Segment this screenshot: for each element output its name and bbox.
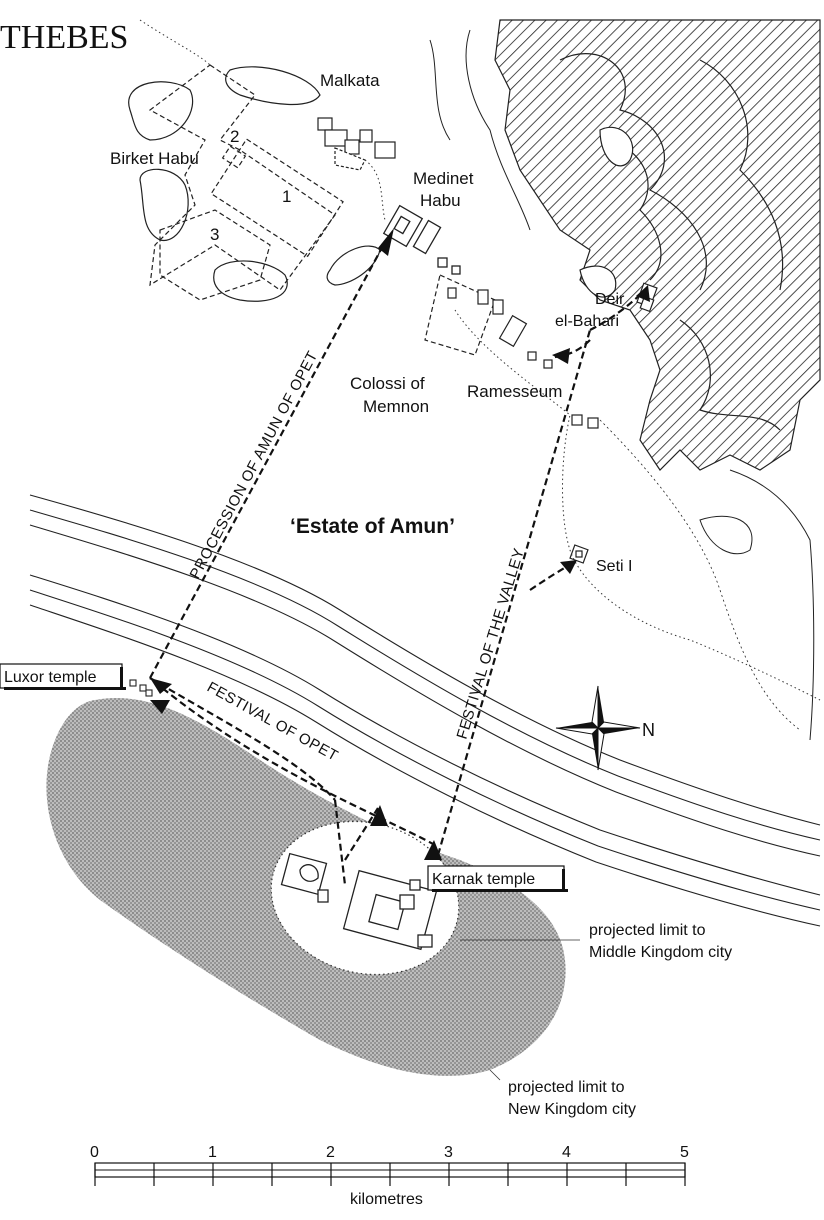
scale-tick-2: 2 [326, 1144, 335, 1161]
scale-tick-5: 5 [680, 1144, 689, 1161]
scale-tick-3: 3 [444, 1144, 453, 1161]
scale-bar: 0 1 2 3 4 5 kilometres [90, 1144, 689, 1208]
desert-hills [429, 19, 821, 741]
label-middle-limit-1: projected limit to [589, 922, 706, 939]
label-new-limit-2: New Kingdom city [508, 1101, 636, 1118]
seti-temple [569, 544, 589, 564]
label-new-limit-1: projected limit to [508, 1079, 625, 1096]
label-birket-habu: Birket Habu [110, 149, 199, 168]
label-karnak-temple: Karnak temple [432, 871, 535, 888]
label-luxor-temple: Luxor temple [4, 669, 97, 686]
label-estate-of-amun: ‘Estate of Amun’ [290, 515, 455, 538]
basins [128, 66, 381, 302]
scale-tick-1: 1 [208, 1144, 217, 1161]
north-label: N [642, 720, 655, 740]
label-medinet-habu-2: Habu [420, 191, 461, 210]
colossi-area [424, 274, 553, 369]
label-deir-2: el-Bahari [555, 313, 619, 330]
scale-unit: kilometres [350, 1191, 423, 1208]
enclosure-number-2: 2 [230, 127, 239, 146]
compass-rose-icon [555, 685, 641, 771]
medinet-habu-temple [382, 204, 461, 275]
label-deir-1: Deir [595, 291, 625, 308]
label-colossi-1: Colossi of [350, 374, 425, 393]
malkata-palace [317, 117, 396, 171]
scale-tick-0: 0 [90, 1144, 99, 1161]
label-middle-limit-2: Middle Kingdom city [589, 944, 732, 961]
route-arrows [150, 228, 650, 860]
deir-el-bahari-temple [571, 282, 658, 429]
cultivation-boundary [139, 19, 821, 701]
birket-habu-enclosures [148, 64, 344, 301]
new-kingdom-leader [489, 1069, 501, 1081]
label-procession-route: PROCESSION OF AMUN OF OPET [187, 348, 322, 582]
karnak-label-box [427, 865, 565, 891]
label-malkata: Malkata [320, 71, 380, 90]
label-medinet-habu-1: Medinet [413, 169, 474, 188]
karnak-temple-complex [280, 852, 438, 951]
label-seti: Seti I [596, 558, 632, 575]
luxor-label-box [0, 663, 123, 689]
enclosure-number-3: 3 [210, 225, 219, 244]
label-ramesseum: Ramesseum [467, 382, 562, 401]
map-title: THEBES [0, 19, 128, 56]
procession-route [149, 241, 646, 886]
nile-river [29, 494, 821, 927]
luxor-temple-structures [129, 679, 153, 697]
scale-tick-4: 4 [562, 1144, 571, 1161]
enclosure-number-1: 1 [282, 187, 291, 206]
label-colossi-2: Memnon [363, 397, 429, 416]
